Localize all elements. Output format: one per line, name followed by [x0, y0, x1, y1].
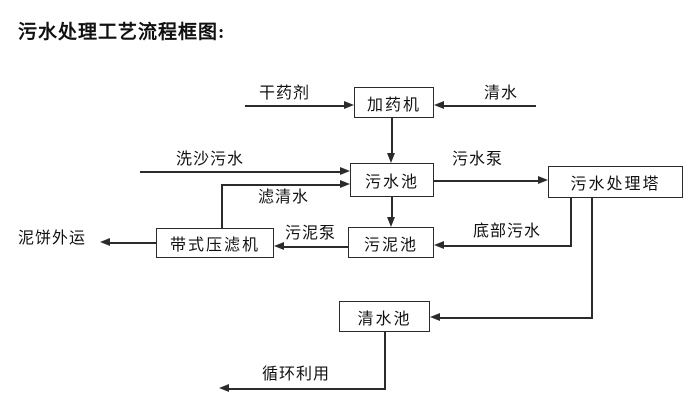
label-recycling: 循环利用	[262, 366, 331, 383]
label-mud-cake-out: 泥饼外运	[18, 230, 87, 247]
label-dry-chemical: 干药剂	[259, 85, 311, 102]
label-sludge-pump: 污泥泵	[285, 225, 337, 242]
edge-bottom-sewage-hline	[444, 245, 572, 247]
label-sewage-pump: 污水泵	[452, 151, 504, 168]
arrowhead-recycling-icon	[219, 384, 229, 392]
node-sewage-pool: 污水池	[350, 163, 434, 197]
edge-filtered-water-hline	[221, 184, 340, 186]
label-filtered-water: 滤清水	[258, 189, 310, 206]
node-treatment-tower: 污水处理塔	[548, 166, 683, 198]
label-sand-washing-sewage: 洗沙污水	[176, 151, 245, 168]
edge-bottom-sewage-vline	[570, 198, 572, 247]
edge-tower-to-clear-water-hline	[440, 317, 593, 319]
diagram-title: 污水处理工艺流程框图:	[18, 22, 226, 43]
label-clear-water: 清水	[484, 85, 519, 102]
arrowhead-sand-washing-sewage-icon	[340, 167, 350, 175]
edge-sand-washing-sewage-line	[140, 171, 340, 173]
edge-dry-chemical-line	[245, 105, 344, 107]
edge-clear-water-line	[444, 105, 536, 107]
edge-sludge-pump-line	[284, 246, 348, 248]
edge-mud-cake-out-line	[110, 242, 156, 244]
arrowhead-tower-to-clear-water-icon	[430, 313, 440, 321]
arrowhead-sewage-pump-icon	[538, 176, 548, 184]
arrowhead-clear-water-icon	[434, 101, 444, 109]
arrowhead-dry-chemical-icon	[344, 101, 354, 109]
arrowhead-dosing-to-sewage-icon	[387, 153, 395, 163]
arrowhead-bottom-sewage-icon	[434, 241, 444, 249]
edge-dosing-to-sewage-line	[391, 118, 393, 154]
edge-recycling-hline	[229, 388, 386, 390]
node-clear-water-pool: 清水池	[339, 301, 430, 332]
arrowhead-mud-cake-out-icon	[100, 238, 110, 246]
edge-filtered-water-vline	[221, 184, 223, 228]
arrowhead-filtered-water-icon	[340, 180, 350, 188]
node-sludge-pool: 污泥池	[348, 227, 434, 258]
edge-sewage-to-sludge-line	[391, 197, 393, 217]
label-bottom-sewage: 底部污水	[473, 223, 542, 240]
node-belt-filter-press: 带式压滤机	[156, 228, 274, 258]
arrowhead-sewage-to-sludge-icon	[387, 217, 395, 227]
node-dosing-machine: 加药机	[354, 87, 434, 118]
edge-tower-to-clear-water-vline	[591, 198, 593, 319]
arrowhead-sludge-pump-icon	[274, 242, 284, 250]
edge-recycling-vline	[384, 332, 386, 390]
edge-sewage-pump-line	[434, 180, 538, 182]
